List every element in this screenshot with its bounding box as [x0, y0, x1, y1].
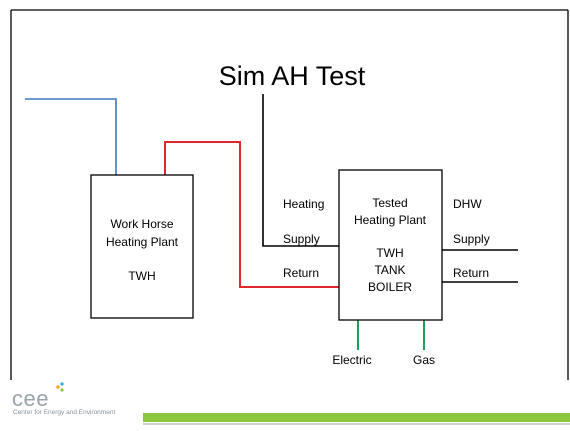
tested-plant-box [338, 169, 443, 321]
logo-dot-green [60, 388, 64, 392]
logo-tagline: Center for Energy and Environment [13, 409, 115, 416]
red-return-pipe [164, 141, 339, 288]
tested-label-line2: Heating Plant [354, 213, 427, 227]
gas-label: Gas [413, 353, 435, 367]
heating-label: Heating [283, 197, 324, 211]
heating-return-label: Return [283, 266, 319, 280]
work-horse-label-line3: TWH [128, 269, 155, 283]
tested-label-line5: BOILER [368, 280, 412, 294]
footer-bar [143, 413, 570, 422]
dhw-return-label: Return [453, 266, 489, 280]
dhw-supply-label: Supply [453, 232, 490, 246]
cee-logo: cee Center for Energy and Environment [12, 382, 115, 416]
blue-pipe [25, 98, 117, 175]
logo-dot-blue [60, 382, 64, 386]
logo-wordmark: cee [12, 386, 49, 411]
dhw-label: DHW [453, 197, 482, 211]
heating-supply-label: Supply [283, 232, 320, 246]
work-horse-label-line1: Work Horse [110, 217, 173, 231]
work-horse-label-line2: Heating Plant [106, 235, 179, 249]
electric-label: Electric [332, 353, 371, 367]
tested-label-line1: Tested [372, 196, 407, 210]
logo-dot-orange [56, 385, 60, 389]
heating-supply-pipe [262, 94, 339, 247]
tested-label-line4: TANK [374, 263, 405, 277]
tested-label-line3: TWH [376, 246, 403, 260]
page-title: Sim AH Test [219, 61, 366, 91]
work-horse-box [90, 174, 194, 319]
